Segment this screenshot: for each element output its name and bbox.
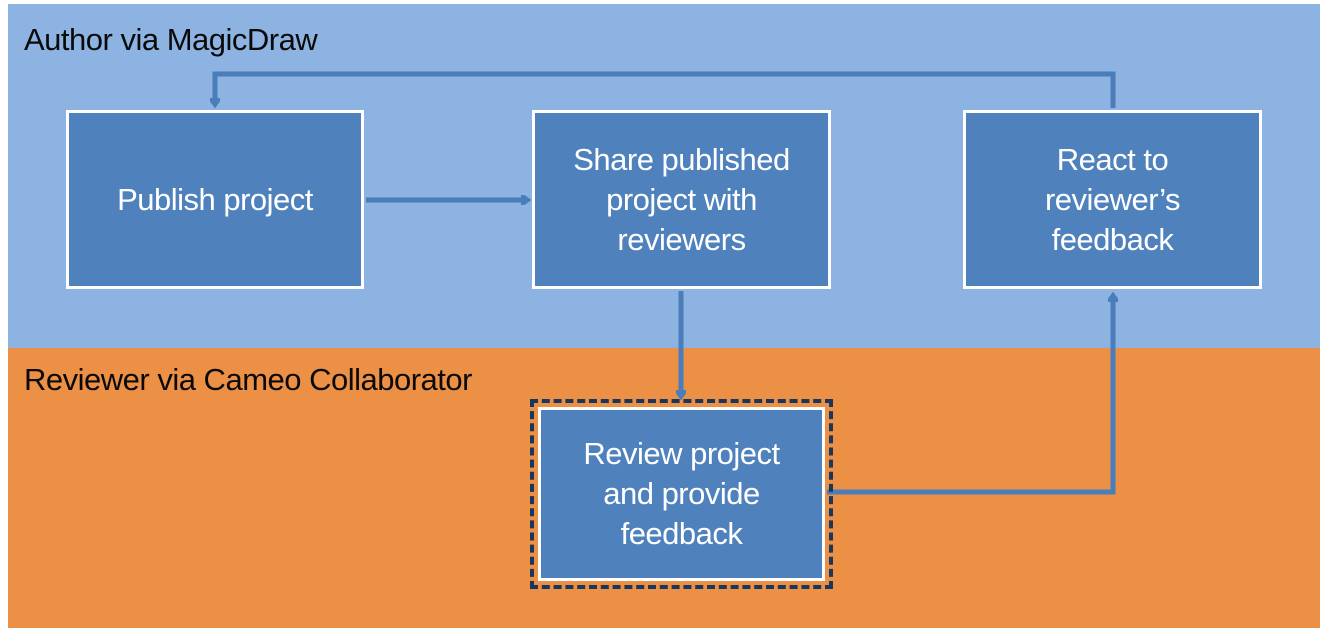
step-review-line: and provide	[603, 476, 760, 511]
step-react-text: React to reviewer’s feedback	[1044, 140, 1181, 260]
step-review-text: Review project and provide feedback	[583, 434, 780, 554]
step-react-to-feedback[interactable]: React to reviewer’s feedback	[963, 110, 1262, 289]
step-review-line: Review project	[583, 436, 780, 471]
selection-frame	[530, 399, 833, 589]
step-react-line: reviewer’s	[1044, 181, 1181, 217]
lane-author-label: Author via MagicDraw	[24, 22, 318, 57]
step-share-project-text: Share published project with reviewers	[573, 140, 790, 260]
lane-reviewer-label: Reviewer via Cameo Collaborator	[24, 362, 472, 397]
step-share-line: Share published	[573, 141, 790, 177]
step-react-line: React to	[1056, 141, 1169, 177]
step-review-line: feedback	[620, 516, 743, 551]
step-share-project[interactable]: Share published project with reviewers	[532, 110, 831, 289]
step-publish-project-text: Publish project	[117, 180, 313, 220]
step-share-line: project with	[606, 181, 757, 217]
step-review-project[interactable]: Review project and provide feedback	[538, 407, 825, 581]
step-publish-project[interactable]: Publish project	[66, 110, 364, 289]
step-react-line: feedback	[1051, 221, 1174, 257]
step-share-line: reviewers	[617, 221, 746, 257]
step-publish-line: Publish project	[117, 181, 313, 217]
